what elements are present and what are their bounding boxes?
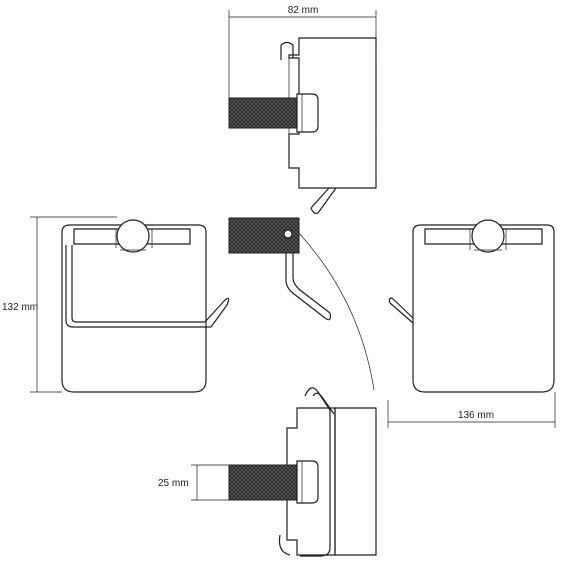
- dimension-label-25mm: 25 mm: [158, 478, 189, 489]
- knurled-grip-bottom: [228, 464, 300, 501]
- dimension-height-left: 132 mm: [2, 216, 117, 393]
- dimension-label-136mm: 136 mm: [458, 410, 494, 421]
- center-view: [228, 217, 375, 391]
- knurled-grip-top: [228, 97, 300, 129]
- knob-right-view: [471, 219, 505, 253]
- dimension-width-right: 136 mm: [387, 392, 556, 428]
- dimension-label-132mm: 132 mm: [2, 302, 38, 313]
- dimension-width-top: 82 mm: [228, 5, 377, 98]
- right-view: 136 mm: [387, 219, 556, 428]
- dimension-knurl-bottom: 25 mm: [158, 464, 229, 501]
- dimension-label-82mm: 82 mm: [288, 5, 319, 16]
- left-view: 132 mm: [2, 216, 230, 393]
- knob-left-view: [116, 219, 150, 253]
- bottom-view: 25 mm: [158, 387, 377, 557]
- top-view: 82 mm: [228, 5, 377, 215]
